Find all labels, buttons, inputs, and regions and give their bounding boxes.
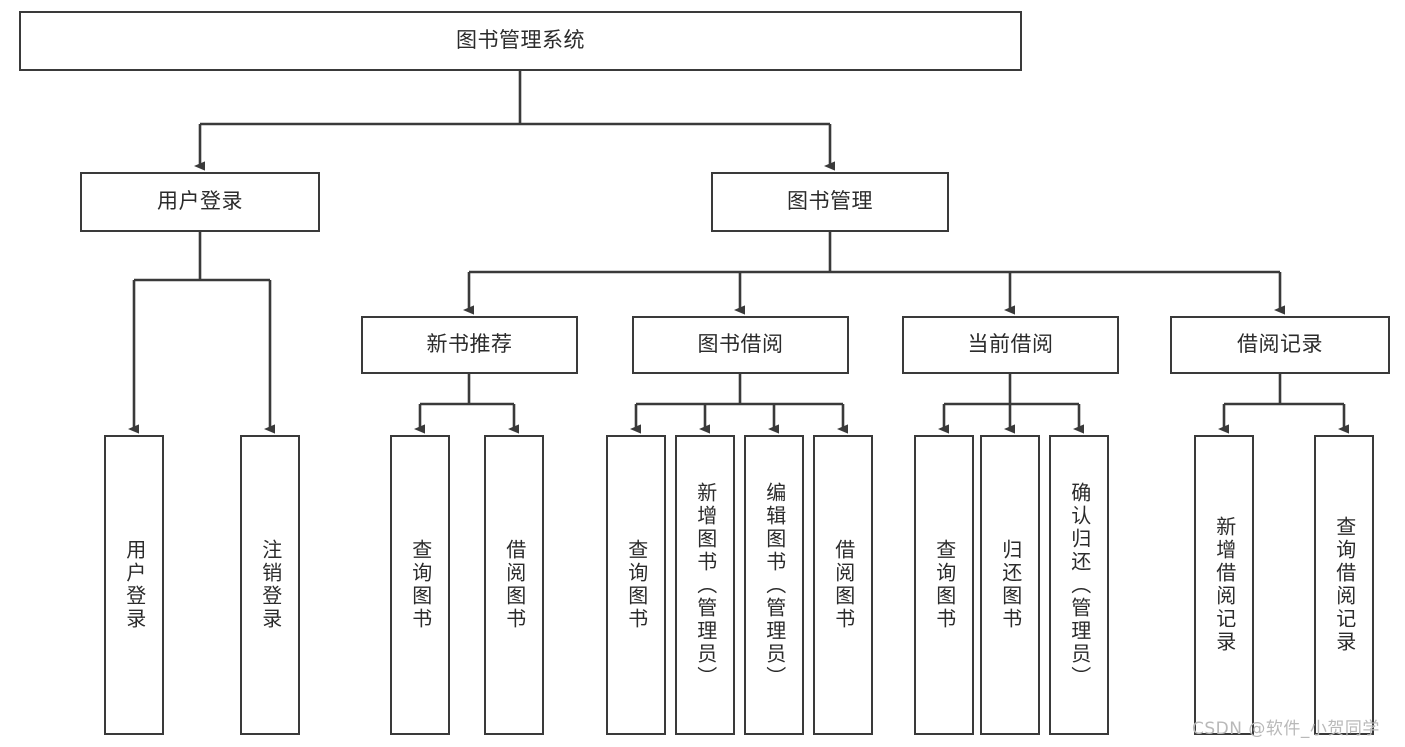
node-leaf-query-book-2-label: 查询图书 [624, 539, 649, 631]
node-leaf-query-book-1[interactable]: 查询图书 [390, 435, 450, 735]
node-book-borrow[interactable]: 图书借阅 [632, 316, 849, 374]
node-leaf-edit-book[interactable]: 编辑图书（管理员） [744, 435, 804, 735]
node-leaf-confirm-return-label: 确认归还（管理员） [1067, 481, 1092, 689]
node-current-borrow[interactable]: 当前借阅 [902, 316, 1119, 374]
node-leaf-borrow-book-2-label: 借阅图书 [831, 539, 856, 631]
node-leaf-logout-login[interactable]: 注销登录 [240, 435, 300, 735]
node-leaf-user-login[interactable]: 用户登录 [104, 435, 164, 735]
node-current-borrow-label: 当前借阅 [967, 332, 1054, 357]
node-book-manage[interactable]: 图书管理 [711, 172, 949, 232]
node-leaf-user-login-label: 用户登录 [122, 539, 147, 631]
node-user-login[interactable]: 用户登录 [80, 172, 320, 232]
node-leaf-add-book-label: 新增图书（管理员） [693, 481, 718, 689]
node-new-book-recommend[interactable]: 新书推荐 [361, 316, 578, 374]
node-leaf-borrow-book-1[interactable]: 借阅图书 [484, 435, 544, 735]
node-leaf-edit-book-label: 编辑图书（管理员） [762, 481, 787, 689]
node-leaf-confirm-return[interactable]: 确认归还（管理员） [1049, 435, 1109, 735]
node-leaf-query-record-label: 查询借阅记录 [1332, 516, 1357, 654]
node-root[interactable]: 图书管理系统 [19, 11, 1022, 71]
node-leaf-query-record[interactable]: 查询借阅记录 [1314, 435, 1374, 735]
node-borrow-record[interactable]: 借阅记录 [1170, 316, 1390, 374]
node-leaf-return-book[interactable]: 归还图书 [980, 435, 1040, 735]
node-leaf-query-book-2[interactable]: 查询图书 [606, 435, 666, 735]
node-borrow-record-label: 借阅记录 [1237, 332, 1323, 357]
node-leaf-add-book[interactable]: 新增图书（管理员） [675, 435, 735, 735]
node-new-book-recommend-label: 新书推荐 [426, 332, 513, 357]
node-leaf-query-book-1-label: 查询图书 [408, 539, 433, 631]
node-book-manage-label: 图书管理 [787, 189, 873, 214]
node-leaf-logout-login-label: 注销登录 [258, 539, 283, 631]
node-user-login-label: 用户登录 [157, 189, 243, 214]
node-leaf-borrow-book-2[interactable]: 借阅图书 [813, 435, 873, 735]
node-leaf-add-record[interactable]: 新增借阅记录 [1194, 435, 1254, 735]
node-root-label: 图书管理系统 [456, 28, 585, 53]
node-book-borrow-label: 图书借阅 [697, 332, 784, 357]
node-leaf-return-book-label: 归还图书 [998, 539, 1023, 631]
node-leaf-query-book-3-label: 查询图书 [932, 539, 957, 631]
node-leaf-query-book-3[interactable]: 查询图书 [914, 435, 974, 735]
node-leaf-borrow-book-1-label: 借阅图书 [502, 539, 527, 631]
node-leaf-add-record-label: 新增借阅记录 [1212, 516, 1237, 654]
